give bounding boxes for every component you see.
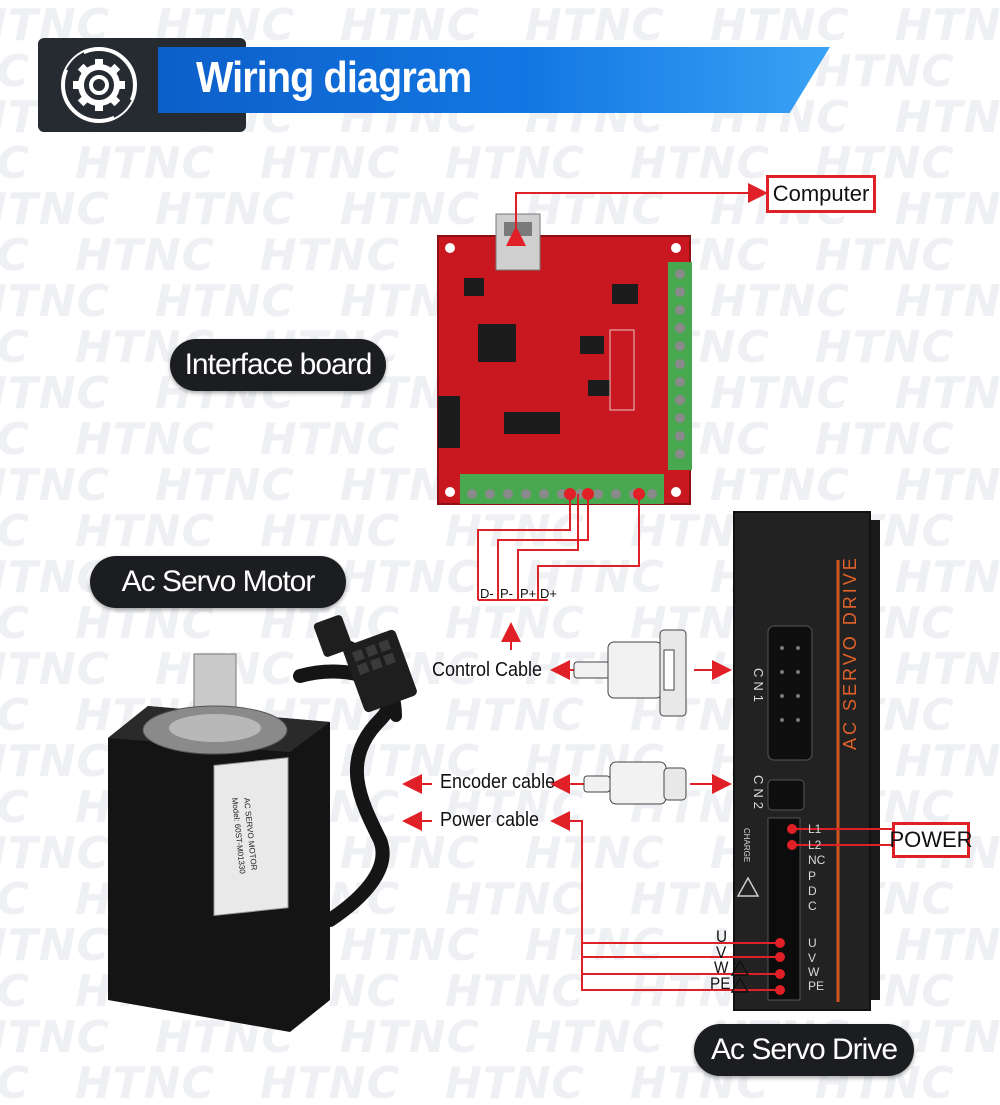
- port-cn2: CN2: [751, 775, 766, 813]
- interface-board-label: Interface board: [170, 339, 386, 391]
- encoder-cable-connector: [550, 761, 732, 805]
- terminal-u: U: [808, 936, 817, 950]
- ac-servo-motor-label: Ac Servo Motor: [90, 556, 346, 608]
- terminal-l1: L1: [808, 822, 822, 836]
- computer-label: Computer: [766, 175, 876, 213]
- phase-pe: PE: [710, 974, 731, 993]
- port-cn1: CN1: [751, 668, 766, 706]
- control-cable-label: Control Cable: [432, 659, 543, 681]
- phase-wires: [576, 820, 785, 995]
- gear-icon: [55, 45, 143, 125]
- control-cable-connector: [550, 629, 732, 717]
- power-label: POWER: [889, 822, 973, 858]
- phase-v: V: [716, 943, 727, 962]
- signal-wires: [477, 488, 645, 650]
- terminal-c: C: [808, 899, 817, 913]
- terminal-l2: L2: [808, 838, 822, 852]
- power-cable-label: Power cable: [440, 809, 540, 831]
- pin-p-plus: P+: [520, 586, 537, 601]
- drive-brand-text: AC SERVO DRIVE: [840, 555, 860, 750]
- phase-u: U: [716, 927, 728, 946]
- terminal-pe: PE: [808, 979, 825, 993]
- phase-w: W: [714, 958, 729, 977]
- terminal-w: W: [808, 965, 820, 979]
- title-banner: [158, 47, 830, 113]
- terminal-nc: NC: [808, 853, 826, 867]
- pin-d-plus: D+: [540, 586, 557, 601]
- ac-servo-drive-label: Ac Servo Drive: [694, 1024, 914, 1076]
- pin-d-minus: D-: [480, 586, 494, 601]
- charge-label: CHARGE: [742, 828, 751, 862]
- terminal-d: D: [808, 884, 817, 898]
- computer-link: [506, 183, 768, 246]
- page-title: Wiring diagram: [196, 53, 472, 102]
- power-wires: [787, 824, 892, 850]
- encoder-cable-label: Encoder cable: [440, 771, 556, 793]
- interface-board: [437, 213, 692, 505]
- terminal-v: V: [808, 951, 817, 965]
- servo-drive: [733, 511, 880, 1011]
- terminal-p: P: [808, 869, 817, 883]
- servo-motor: [108, 615, 417, 1032]
- pin-p-minus: P-: [500, 586, 513, 601]
